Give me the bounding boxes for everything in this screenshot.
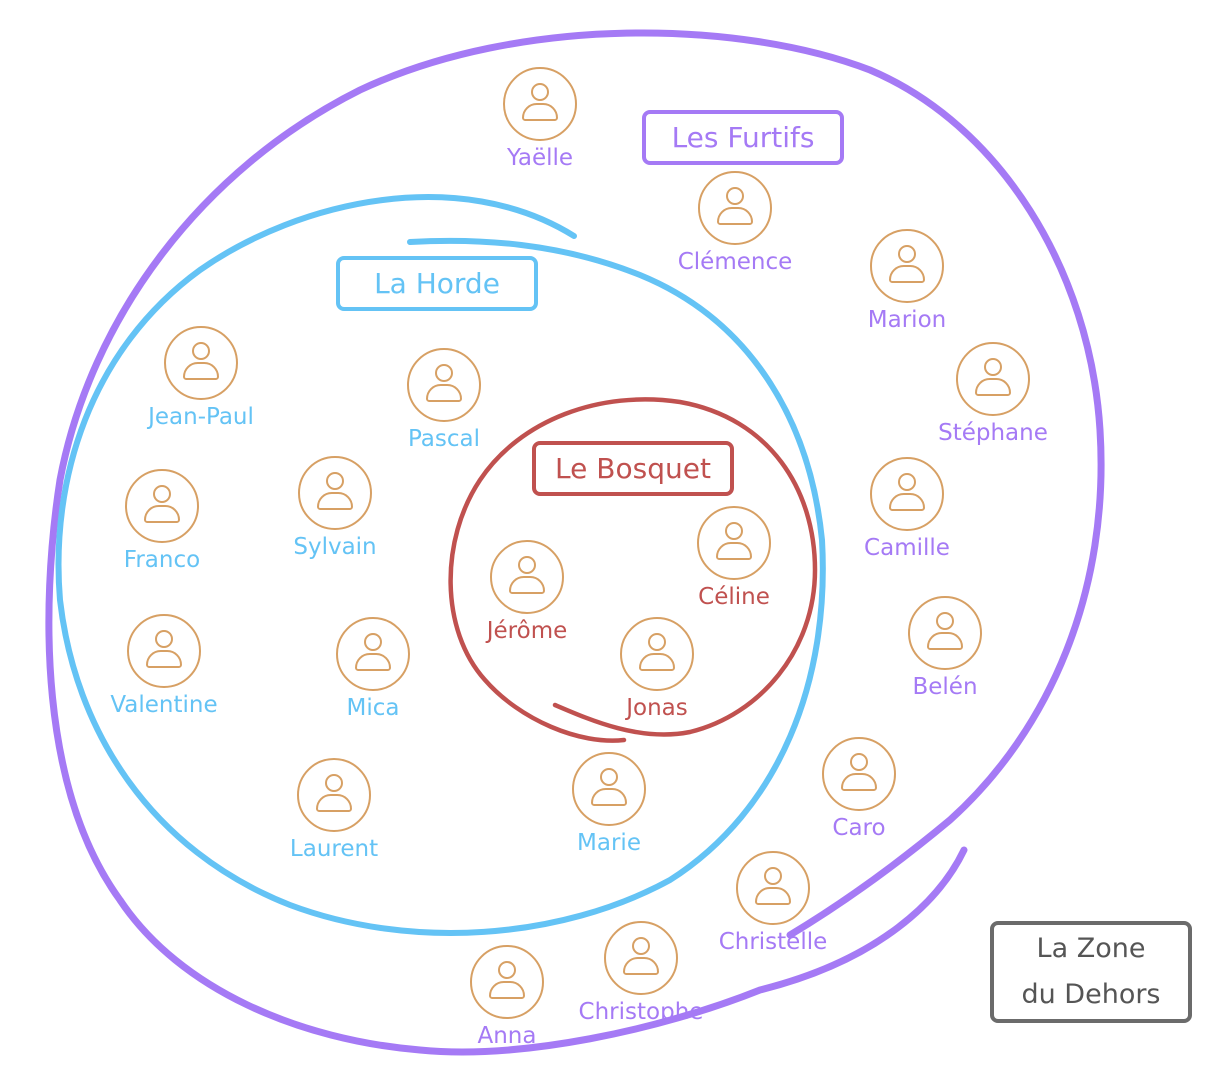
person-name: Camille <box>864 535 950 561</box>
person-jerome: Jérôme <box>447 540 607 644</box>
person-christelle: Christelle <box>693 851 853 955</box>
user-icon <box>870 457 944 531</box>
ring-les-furtifs <box>45 29 1105 1056</box>
ring-la-horde <box>55 194 826 936</box>
person-anna: Anna <box>427 945 587 1049</box>
user-icon <box>127 614 201 688</box>
label-la-zone-du-dehors: La Zone du Dehors <box>990 921 1192 1023</box>
person-yaelle: Yaëlle <box>460 67 620 171</box>
user-icon <box>336 617 410 691</box>
person-name: Anna <box>477 1023 537 1049</box>
user-icon <box>164 326 238 400</box>
person-name: Clémence <box>677 249 793 275</box>
user-icon <box>822 737 896 811</box>
person-name: Stéphane <box>938 420 1048 446</box>
label-les-furtifs: Les Furtifs <box>642 110 844 165</box>
user-icon <box>503 67 577 141</box>
user-icon <box>490 540 564 614</box>
label-le-bosquet: Le Bosquet <box>532 441 734 496</box>
user-icon <box>698 171 772 245</box>
person-stephane: Stéphane <box>913 342 1073 446</box>
user-icon <box>298 456 372 530</box>
person-name: Marie <box>577 830 641 856</box>
person-name: Mica <box>346 695 400 721</box>
user-icon <box>604 921 678 995</box>
person-name: Christelle <box>718 929 828 955</box>
person-name: Céline <box>698 584 770 610</box>
zone-label-line1: La Zone <box>1036 933 1146 964</box>
user-icon <box>407 348 481 422</box>
user-icon <box>870 229 944 303</box>
person-camille: Camille <box>827 457 987 561</box>
person-name: Pascal <box>407 426 481 452</box>
person-belen: Belén <box>865 596 1025 700</box>
person-clemence: Clémence <box>655 171 815 275</box>
person-celine: Céline <box>654 506 814 610</box>
person-name: Belén <box>912 674 978 700</box>
person-name: Sylvain <box>293 534 377 560</box>
person-christophe: Christophe <box>561 921 721 1025</box>
user-icon <box>572 752 646 826</box>
person-name: Caro <box>832 815 886 841</box>
label-la-horde: La Horde <box>336 256 538 311</box>
person-marion: Marion <box>827 229 987 333</box>
person-sylvain: Sylvain <box>255 456 415 560</box>
zone-label-line2: du Dehors <box>1021 979 1161 1010</box>
user-icon <box>956 342 1030 416</box>
person-name: Jean-Paul <box>148 404 254 430</box>
person-caro: Caro <box>779 737 939 841</box>
person-jonas: Jonas <box>577 617 737 721</box>
person-pascal: Pascal <box>364 348 524 452</box>
user-icon <box>908 596 982 670</box>
user-icon <box>297 758 371 832</box>
person-laurent: Laurent <box>254 758 414 862</box>
person-name: Christophe <box>578 999 704 1025</box>
person-name: Valentine <box>110 692 218 718</box>
user-icon <box>736 851 810 925</box>
person-name: Franco <box>123 547 201 573</box>
person-name: Jonas <box>626 695 688 721</box>
person-franco: Franco <box>82 469 242 573</box>
person-name: Yaëlle <box>506 145 574 171</box>
person-marie: Marie <box>529 752 689 856</box>
user-icon <box>470 945 544 1019</box>
user-icon <box>125 469 199 543</box>
person-jean-paul: Jean-Paul <box>121 326 281 430</box>
person-name: Jérôme <box>486 618 568 644</box>
user-icon <box>620 617 694 691</box>
person-mica: Mica <box>293 617 453 721</box>
person-name: Marion <box>867 307 947 333</box>
person-name: Laurent <box>289 836 379 862</box>
person-valentine: Valentine <box>84 614 244 718</box>
user-icon <box>697 506 771 580</box>
ring-le-bosquet <box>448 397 818 743</box>
